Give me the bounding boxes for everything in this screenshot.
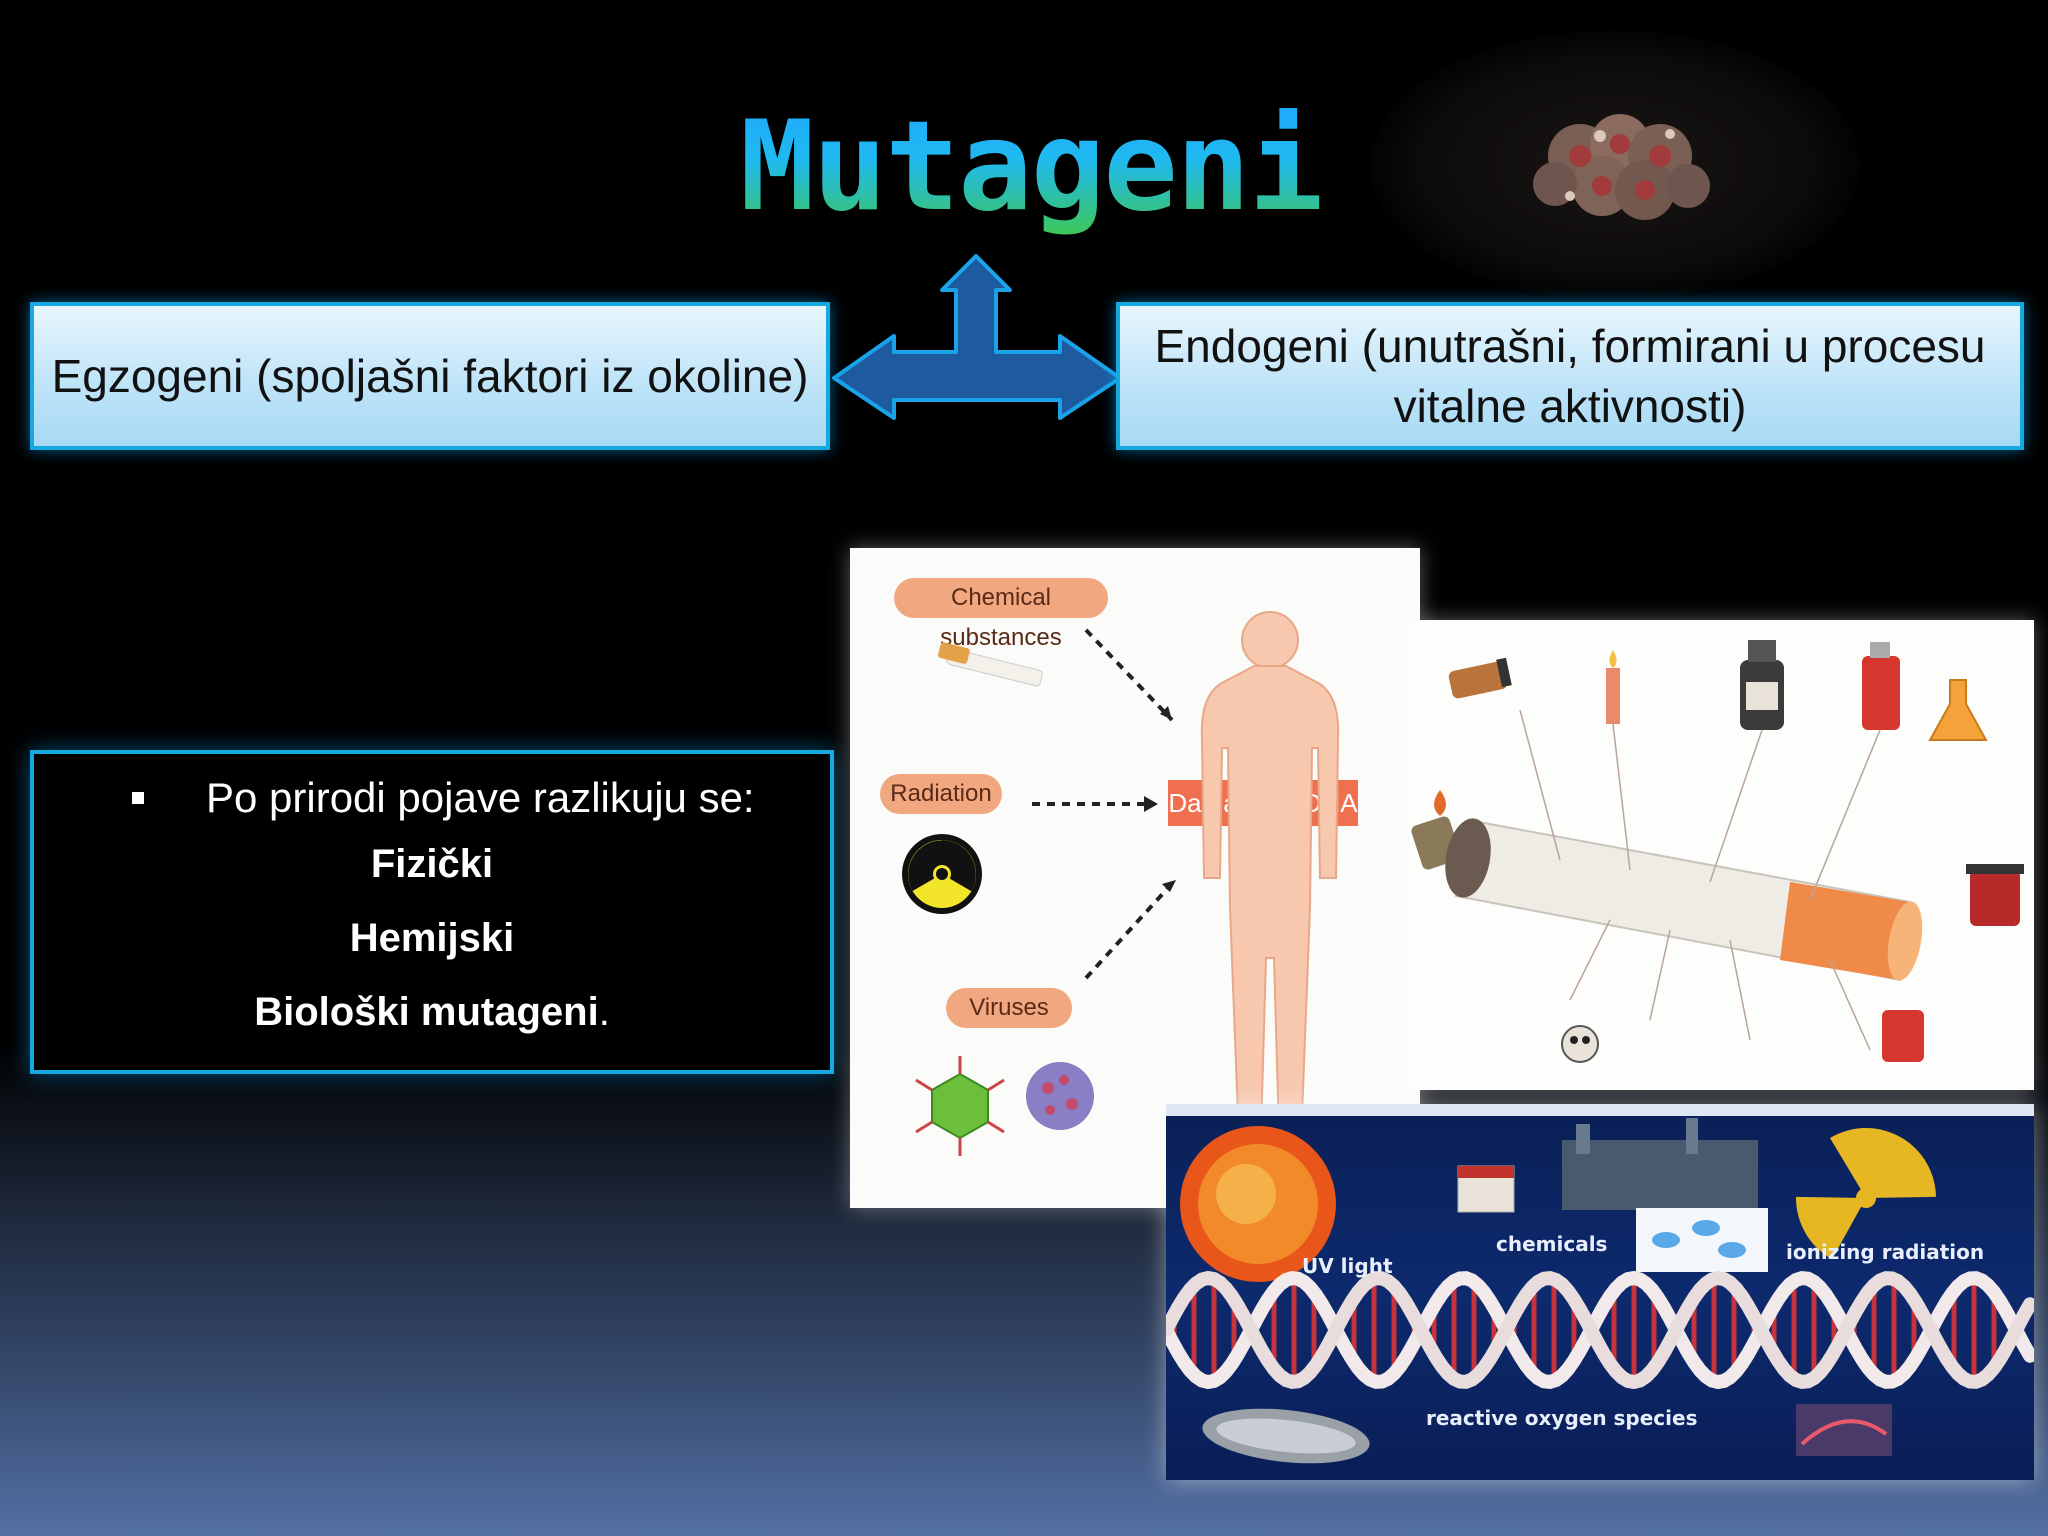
virus-hexagon-icon (915, 1056, 1005, 1156)
radiation-icon (902, 834, 982, 914)
paint-can-icon (1966, 864, 2024, 926)
reactive-oxygen-species-label: reactive oxygen species (1426, 1406, 1698, 1430)
cigarette-icon (1445, 818, 1923, 982)
list-item-physical: Fizički (370, 842, 494, 886)
fuel-can-icon (1882, 1010, 1924, 1062)
battery-icon (1448, 657, 1512, 699)
chemical-box-icon (1457, 1165, 1515, 1213)
radiation-label: Radiation (880, 774, 1002, 814)
cigarette-chemicals-image (1410, 620, 2034, 1090)
list-trailing-dot: . (598, 990, 610, 1034)
virus-sphere-icon (1026, 1062, 1094, 1130)
bottle-icon (1740, 640, 1784, 730)
sun-icon (1180, 1126, 1336, 1282)
chemical-substances-label: Chemical substances (894, 578, 1108, 651)
dna-helix-icon (1166, 1270, 2034, 1390)
uv-light-label: UV light (1302, 1254, 1393, 1278)
endogenous-label: Endogeni (unutrašni, formirani u procesu… (1154, 320, 1986, 432)
slide-title: Mutageni (740, 92, 1323, 242)
skull-icon (1561, 1025, 1599, 1063)
radiation-icon (1796, 1128, 1936, 1260)
list-item-chemical: Hemijski (349, 916, 515, 960)
list-item-biological-text: Biološki mutageni (254, 990, 599, 1034)
dna-replication-icon (1796, 1404, 1892, 1456)
chemicals-label: chemicals (1496, 1232, 1608, 1256)
flask-icon (1928, 679, 1988, 741)
damage-to-dna-label: Damage to DNA (1168, 780, 1358, 826)
exogenous-label: Egzogeni (spoljašni faktori iz okoline) (51, 350, 809, 402)
bullet-icon (132, 792, 144, 804)
factory-icon (1562, 1118, 1758, 1210)
candle-icon (1606, 650, 1620, 724)
mitochondrion-icon (1202, 1408, 1370, 1464)
exogenous-box: Egzogeni (spoljašni faktori iz okoline) (30, 302, 830, 450)
human-body-icon (1200, 611, 1340, 1169)
dna-damage-diagram: Chemical substances Radiation Viruses Da… (850, 548, 1420, 1208)
ionizing-radiation-label: ionizing radiation (1786, 1240, 1985, 1264)
dna-damage-sources-image: UV light chemicals ionizing radiation re… (1166, 1104, 2034, 1480)
list-intro: Po prirodi pojave razlikuju se: (206, 774, 755, 821)
mutagen-types-box: Po prirodi pojave razlikuju se: Fizički … (30, 750, 834, 1074)
list-item-biological: Biološki mutageni. (34, 990, 830, 1035)
cell-cluster-image (1370, 30, 1860, 300)
spray-can-icon (1862, 642, 1900, 730)
three-way-arrow-icon (832, 254, 1122, 420)
pills-icon (1636, 1208, 1768, 1272)
endogenous-box: Endogeni (unutrašni, formirani u procesu… (1116, 302, 2024, 450)
viruses-label: Viruses (946, 988, 1072, 1028)
